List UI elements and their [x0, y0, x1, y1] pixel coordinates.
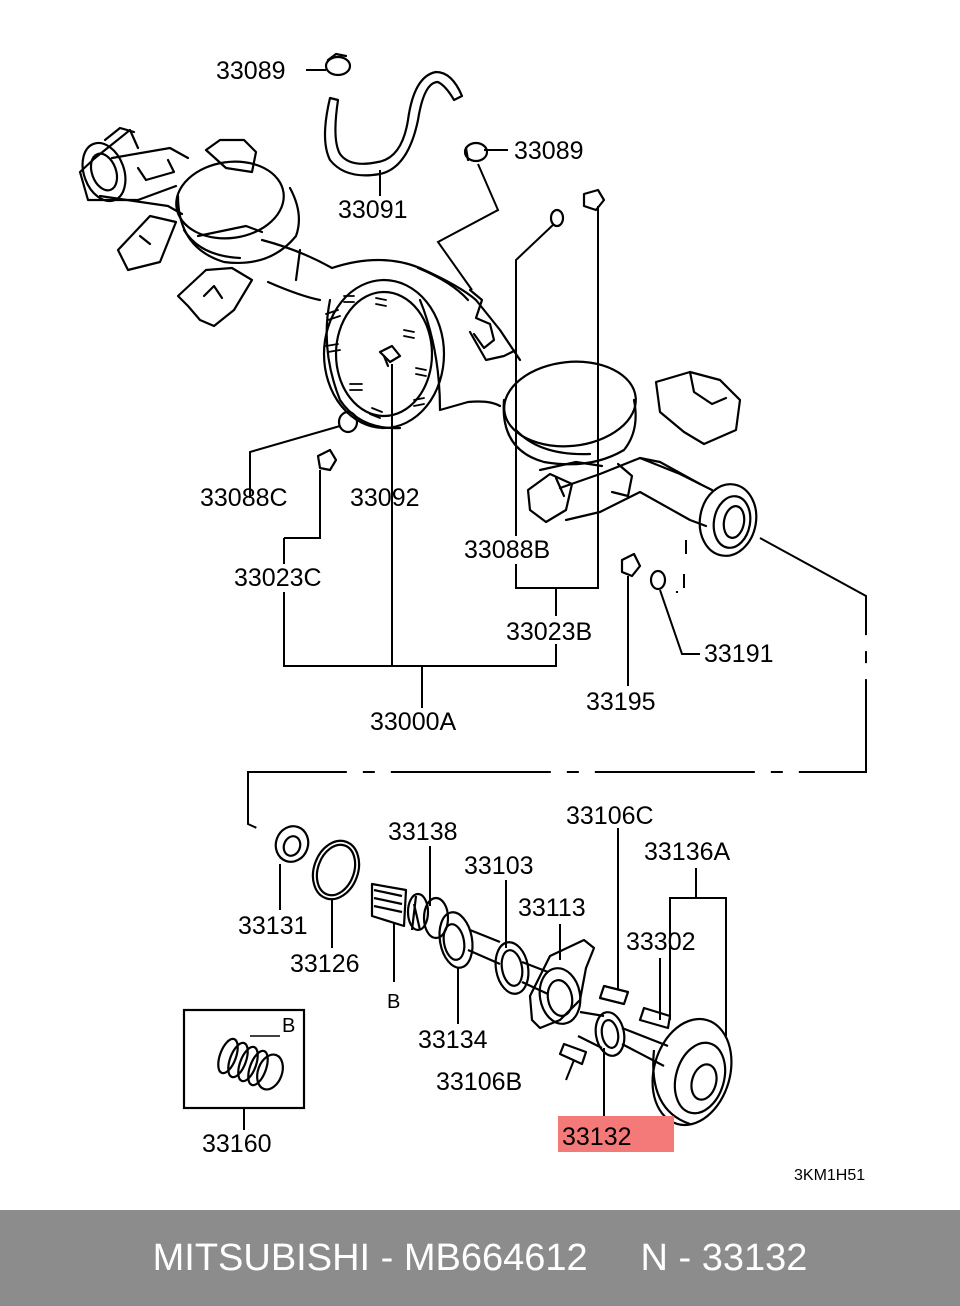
label-33195: 33195	[586, 688, 656, 716]
nut-33195-drawing	[620, 552, 642, 578]
bracket-33023B	[515, 206, 599, 589]
o-ring-33126-drawing	[311, 839, 361, 901]
label-33088B: 33088B	[464, 536, 550, 564]
leader-33191	[659, 589, 700, 655]
label-33089-right: 33089	[514, 137, 584, 165]
leader-dashed-right	[676, 540, 687, 593]
hose-clip-right-drawing	[463, 141, 489, 163]
footer-brand: MITSUBISHI	[152, 1236, 371, 1279]
washer-33191-drawing	[649, 569, 667, 591]
bracket-33023C-down	[283, 538, 557, 667]
kit-box-B	[182, 1008, 306, 1110]
parts-diagram: 33089 33089 33091 33088C 33092 33023C 33…	[78, 52, 867, 1184]
bracket-33088B	[515, 223, 555, 536]
bracket-33023C	[284, 470, 321, 539]
label-33023C: 33023C	[234, 564, 322, 592]
diagram-code: 3KM1H51	[794, 1167, 865, 1184]
bracket-33088C	[249, 425, 341, 498]
label-33138: 33138	[388, 818, 458, 846]
label-33106C: 33106C	[566, 802, 654, 830]
label-B-ref: B	[387, 991, 400, 1013]
label-33000A: 33000A	[370, 708, 457, 736]
washer-33088C-drawing	[337, 410, 359, 434]
leader-breather	[436, 163, 500, 291]
hose-clip-top-drawing	[324, 52, 352, 77]
label-33023B: 33023B	[506, 618, 592, 646]
label-33091: 33091	[338, 196, 408, 224]
label-33132: 33132	[562, 1123, 632, 1151]
axle-housing-drawing	[78, 126, 758, 557]
retainer-ring-set-drawing	[217, 1037, 284, 1091]
bracket-33136A	[669, 868, 727, 1036]
label-33131: 33131	[238, 912, 308, 940]
breather-hose-drawing	[323, 70, 464, 177]
label-33134: 33134	[418, 1026, 488, 1054]
plug-33023C-drawing	[316, 448, 338, 472]
washer-33088B-drawing	[549, 208, 565, 228]
footer-ref: N - 33132	[640, 1236, 808, 1279]
plug-33023B-drawing	[582, 188, 606, 212]
highlight-33132	[558, 1116, 674, 1152]
oil-seal-33131-drawing	[274, 825, 310, 863]
label-33126: 33126	[290, 950, 360, 978]
footer-gap	[588, 1237, 641, 1280]
label-33302: 33302	[626, 928, 696, 956]
part-labels: 33089 33089 33091 33088C 33092 33023C 33…	[200, 57, 865, 1184]
connector-line	[247, 537, 867, 835]
label-33092: 33092	[350, 484, 420, 512]
label-33136A: 33136A	[644, 838, 731, 866]
label-33106B: 33106B	[436, 1068, 522, 1096]
axle-shaft-drawing	[370, 882, 669, 1067]
label-box-B: B	[282, 1015, 295, 1037]
label-33103: 33103	[464, 852, 534, 880]
footer-bar: MITSUBISHI - MB664612 N - 33132	[0, 1210, 960, 1306]
bolts-drawing	[558, 984, 672, 1066]
label-33191: 33191	[704, 640, 774, 668]
label-33088C: 33088C	[200, 484, 288, 512]
footer-separator: -	[370, 1236, 404, 1279]
footer-part-number: MB664612	[403, 1236, 588, 1279]
hub-flange-drawing	[651, 1017, 733, 1127]
leader-33106B	[565, 1059, 575, 1081]
label-33113: 33113	[518, 894, 586, 922]
label-33160: 33160	[202, 1130, 272, 1158]
label-33089-top: 33089	[216, 57, 286, 85]
